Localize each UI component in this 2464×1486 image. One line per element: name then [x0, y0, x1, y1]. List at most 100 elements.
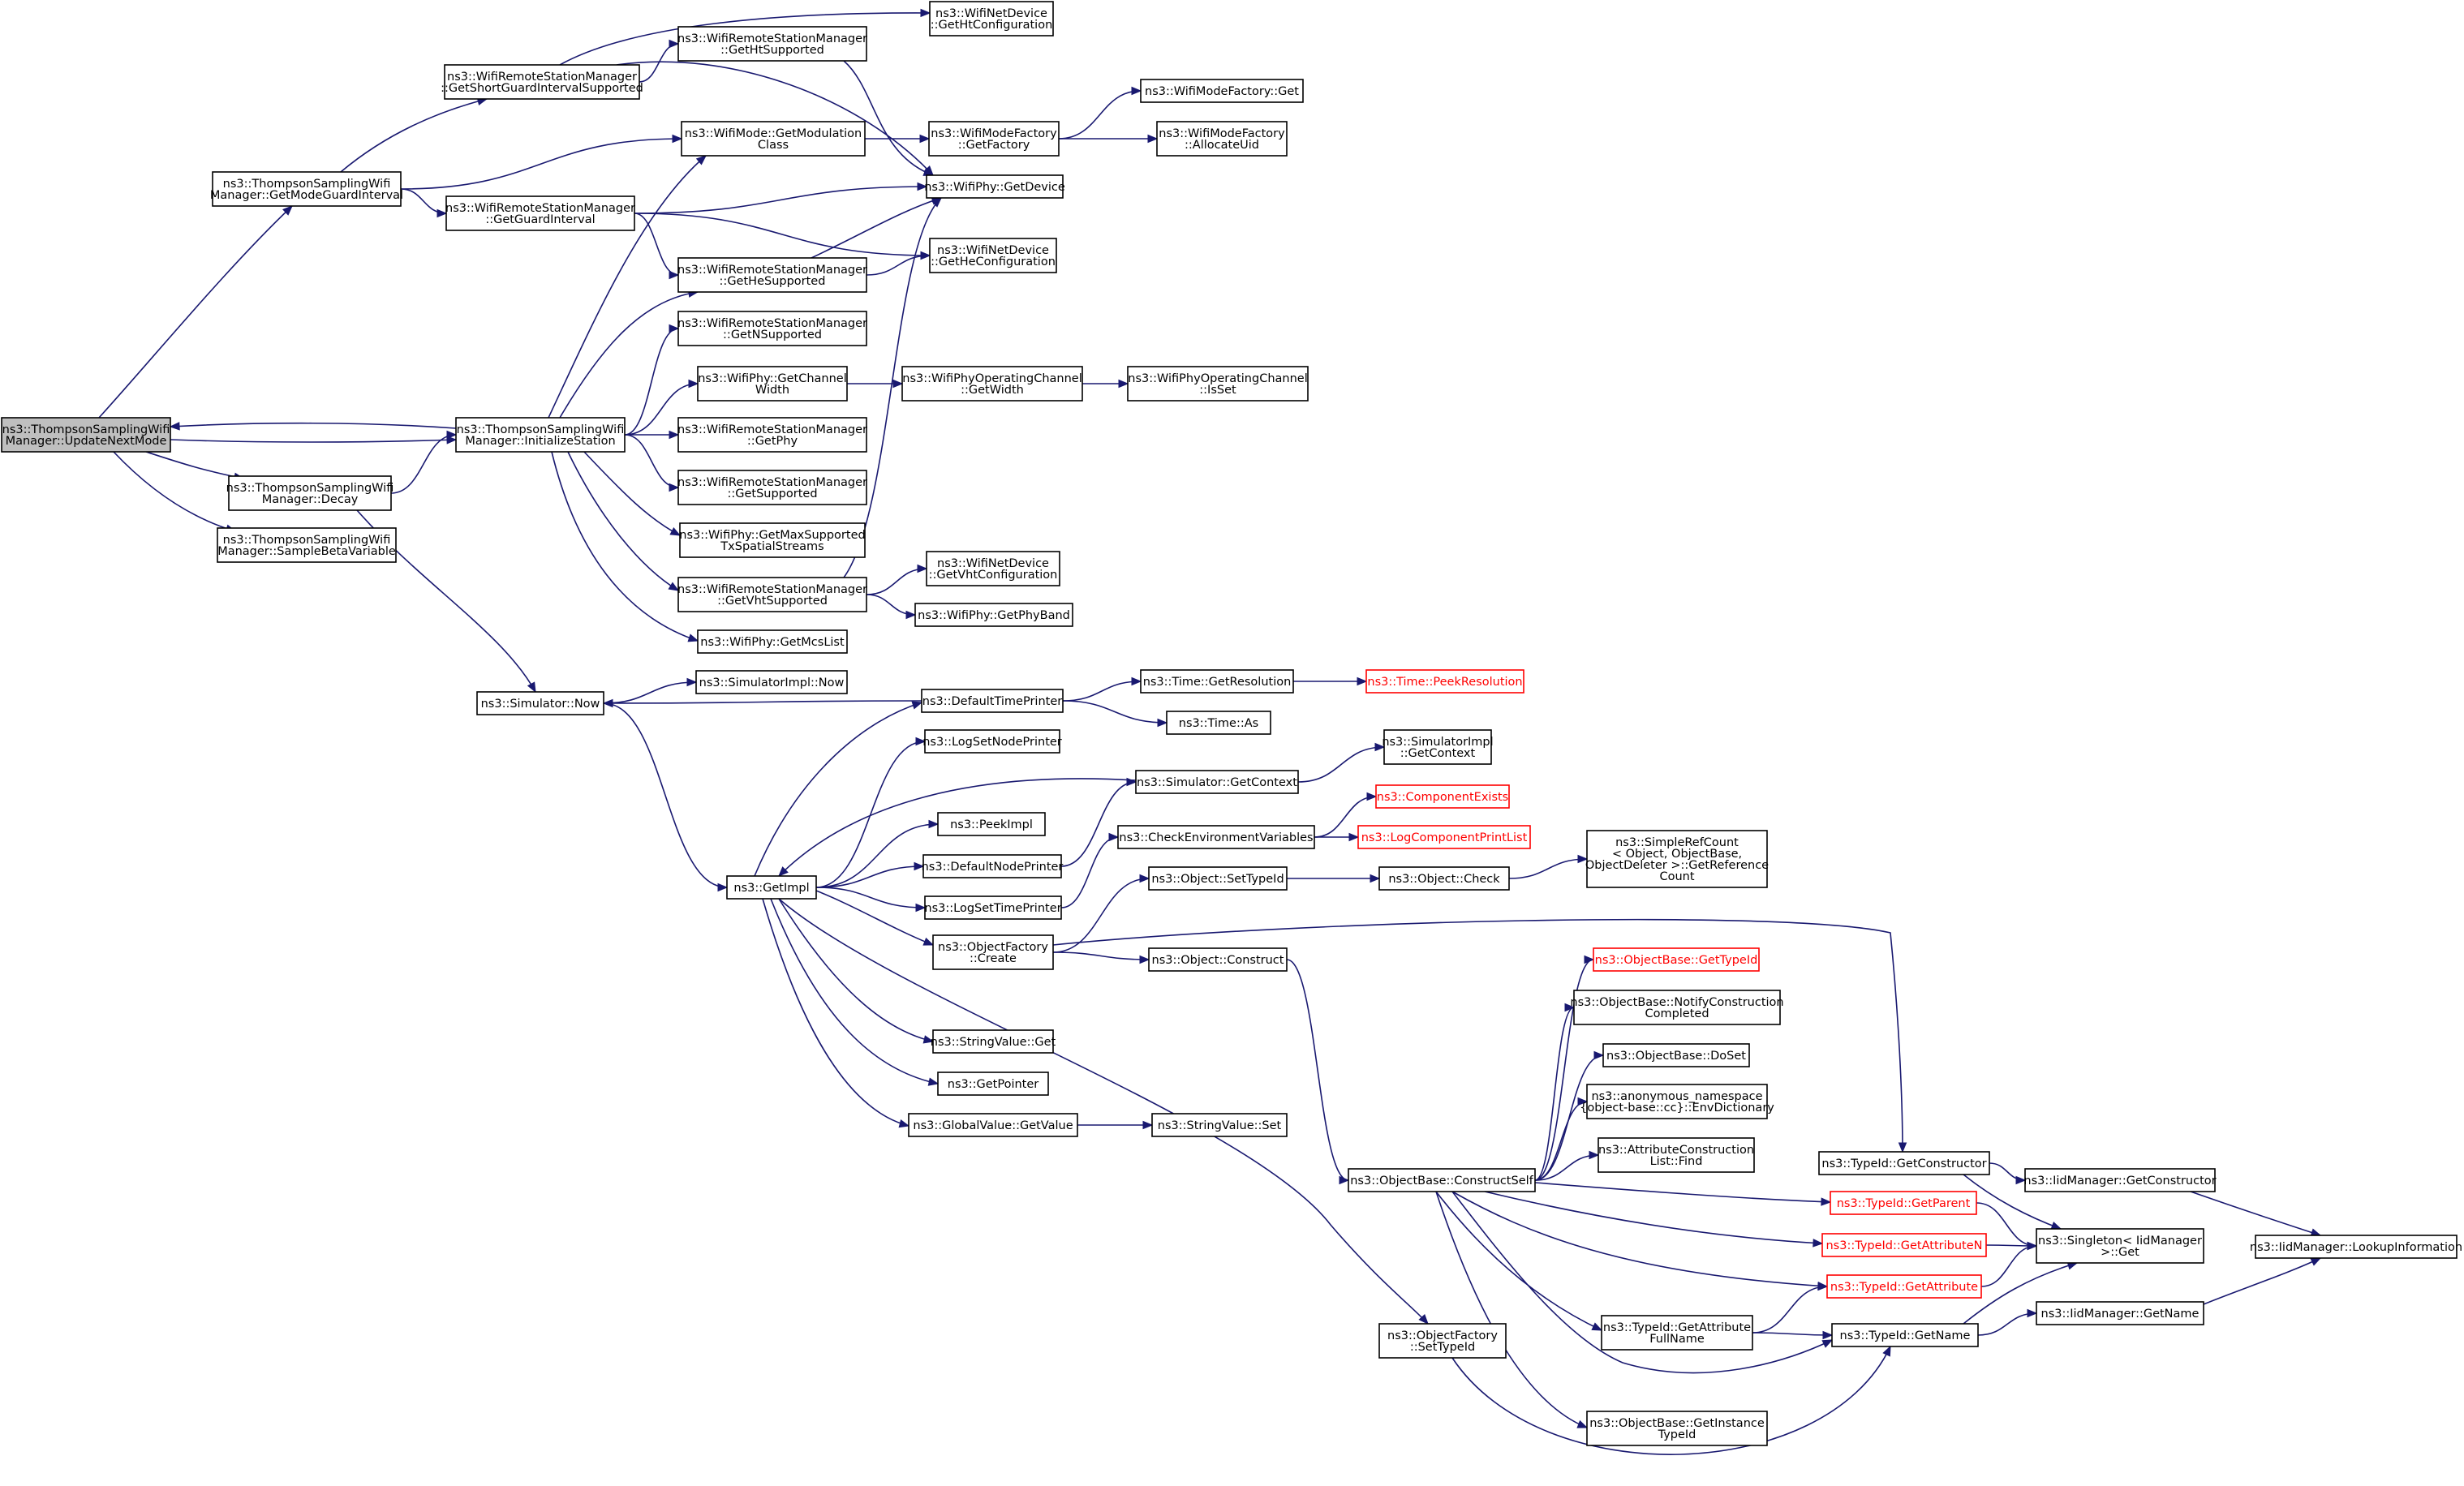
call-edge-check_env_vars-to-component_exists [1314, 792, 1378, 838]
node-rsm-get-ht-supported[interactable]: ns3::WifiRemoteStationManager::GetHtSupp… [677, 26, 867, 62]
call-edge-ob_construct_self-to-typeid_get_name [1451, 1191, 1834, 1374]
node-poc-get-width[interactable]: ns3::WifiPhyOperatingChannel::GetWidth [901, 366, 1083, 402]
edge-arrowhead [1882, 1345, 1891, 1357]
edge-line [113, 451, 236, 532]
node-iid-get-name[interactable]: ns3::IidManager::GetName [2036, 1301, 2204, 1325]
node-label: ns3::WifiModeFactory::Get [1145, 85, 1299, 98]
node-ob-do-set[interactable]: ns3::ObjectBase::DoSet [1602, 1043, 1750, 1067]
node-log-component-print-list[interactable]: ns3::LogComponentPrintList [1357, 825, 1531, 849]
edge-line [778, 898, 934, 1042]
node-nd-get-ht-configuration[interactable]: ns3::WifiNetDevice::GetHtConfiguration [929, 1, 1054, 37]
node-label: ns3::GetImpl [733, 882, 809, 895]
node-rsm-get-n-supported[interactable]: ns3::WifiRemoteStationManager::GetNSuppo… [677, 311, 867, 346]
node-check-env-vars[interactable]: ns3::CheckEnvironmentVariables [1117, 825, 1315, 849]
node-phy-get-max-supported-tx[interactable]: ns3::WifiPhy::GetMaxSupportedTxSpatialSt… [679, 522, 866, 558]
edge-line [1052, 918, 1903, 1153]
node-object-factory-create[interactable]: ns3::ObjectFactory::Create [932, 934, 1054, 970]
call-edge-default_time_printer-to-time_get_resolution [1062, 676, 1142, 702]
node-phy-get-mcs-list[interactable]: ns3::WifiPhy::GetMcsList [697, 629, 848, 654]
node-box [1602, 1043, 1750, 1067]
node-object-construct[interactable]: ns3::Object::Construct [1148, 947, 1288, 972]
node-time-peek-resolution[interactable]: ns3::Time::PeekResolution [1365, 669, 1524, 694]
node-get-mode-guard-interval[interactable]: ns3::ThompsonSamplingWifiManager::GetMod… [210, 171, 403, 207]
node-log-set-time-printer[interactable]: ns3::LogSetTimePrinter [924, 895, 1062, 920]
node-log-set-node-printer[interactable]: ns3::LogSetNodePrinter [922, 729, 1062, 754]
edge-line [1980, 1245, 2037, 1287]
node-get-impl[interactable]: ns3::GetImpl [726, 875, 817, 900]
node-simulator-now[interactable]: ns3::Simulator::Now [476, 691, 604, 715]
node-rsm-get-he-supported[interactable]: ns3::WifiRemoteStationManager::GetHeSupp… [677, 257, 867, 293]
node-typeid-get-attribute[interactable]: ns3::TypeId::GetAttribute [1826, 1274, 1982, 1299]
node-peek-impl[interactable]: ns3::PeekImpl [937, 812, 1046, 836]
node-label: ns3::SimulatorImpl [1382, 736, 1493, 749]
node-iid-get-constructor[interactable]: ns3::IidManager::GetConstructor [2023, 1168, 2217, 1192]
node-typeid-get-name[interactable]: ns3::TypeId::GetName [1831, 1323, 1979, 1347]
node-typeid-get-parent[interactable]: ns3::TypeId::GetParent [1830, 1191, 1977, 1215]
call-edge-mf_get_factory-to-mf_allocate_uid [1058, 134, 1159, 144]
edge-line [603, 681, 697, 704]
node-object-factory-set-type-id[interactable]: ns3::ObjectFactory::SetTypeId [1378, 1323, 1507, 1359]
node-mf-allocate-uid[interactable]: ns3::WifiModeFactory::AllocateUid [1156, 121, 1288, 157]
node-rsm-get-supported[interactable]: ns3::WifiRemoteStationManager::GetSuppor… [677, 470, 867, 505]
node-poc-is-set[interactable]: ns3::WifiPhyOperatingChannel::IsSet [1127, 366, 1309, 402]
call-edge-typeid_get_attr_full_name-to-typeid_get_name [1752, 1330, 1834, 1340]
node-ob-notify-construction[interactable]: ns3::ObjectBase::NotifyConstructionCompl… [1570, 990, 1784, 1025]
edge-line [1752, 1286, 1828, 1334]
node-singleton-get[interactable]: ns3::Singleton< IidManager >::Get [2036, 1228, 2204, 1264]
node-simulator-get-context[interactable]: ns3::Simulator::GetContext [1135, 770, 1299, 794]
node-rsm-get-guard-interval[interactable]: ns3::WifiRemoteStationManager::GetGuardI… [445, 195, 635, 231]
node-nd-get-vht-configuration[interactable]: ns3::WifiNetDevice::GetVhtConfiguration [926, 551, 1060, 586]
node-time-as[interactable]: ns3::Time::As [1166, 711, 1271, 735]
node-typeid-get-attribute-n[interactable]: ns3::TypeId::GetAttributeN [1821, 1233, 1987, 1257]
node-get-pointer[interactable]: ns3::GetPointer [937, 1072, 1049, 1096]
node-label: ns3::Object::SetTypeId [1151, 873, 1284, 886]
node-rsm-get-vht-supported[interactable]: ns3::WifiRemoteStationManager::GetVhtSup… [677, 577, 867, 612]
node-sample-beta-variable[interactable]: ns3::ThompsonSamplingWifiManager::Sample… [217, 527, 397, 563]
node-object-check[interactable]: ns3::Object::Check [1378, 866, 1510, 891]
edge-line [634, 213, 679, 276]
node-ob-get-type-id[interactable]: ns3::ObjectBase::GetTypeId [1593, 947, 1760, 972]
node-label: Manager::GetModeGuardInterval [210, 189, 403, 202]
node-get-short-gi-supported[interactable]: ns3::WifiRemoteStationManager::GetShortG… [441, 64, 643, 100]
node-ob-construct-self[interactable]: ns3::ObjectBase::ConstructSelf [1348, 1168, 1536, 1192]
node-update-next-mode[interactable]: ns3::ThompsonSamplingWifiManager::Update… [1, 417, 171, 453]
node-string-value-set[interactable]: ns3::StringValue::Set [1151, 1113, 1288, 1137]
node-default-node-printer[interactable]: ns3::DefaultNodePrinter [922, 854, 1064, 878]
node-object-set-type-id[interactable]: ns3::Object::SetTypeId [1148, 866, 1288, 891]
edge-arrowhead [1898, 1142, 1907, 1153]
node-simimpl-get-context[interactable]: ns3::SimulatorImpl::GetContext [1382, 729, 1494, 765]
node-component-exists[interactable]: ns3::ComponentExists [1375, 784, 1510, 809]
edge-arrowhead [931, 197, 942, 208]
node-label: ns3::ObjectFactory [1387, 1329, 1498, 1342]
node-time-get-resolution[interactable]: ns3::Time::GetResolution [1140, 669, 1294, 694]
node-mf-get[interactable]: ns3::WifiModeFactory::Get [1140, 79, 1304, 103]
node-box [212, 171, 402, 207]
node-initialize-station[interactable]: ns3::ThompsonSamplingWifiManager::Initia… [455, 417, 626, 453]
call-edge-rsm_get_ht_supported-to-phy_get_device [843, 60, 935, 176]
node-global-value-get-value[interactable]: ns3::GlobalValue::GetValue [908, 1113, 1078, 1137]
edge-arrowhead [915, 903, 927, 913]
node-label: ns3::LogSetNodePrinter [922, 736, 1062, 749]
node-simimpl-now[interactable]: ns3::SimulatorImpl::Now [695, 670, 848, 694]
node-phy-get-phy-band[interactable]: ns3::WifiPhy::GetPhyBand [914, 603, 1073, 627]
node-phy-get-device[interactable]: ns3::WifiPhy::GetDevice [924, 174, 1065, 199]
node-mf-get-factory[interactable]: ns3::WifiModeFactory::GetFactory [928, 121, 1060, 157]
node-rsm-get-phy[interactable]: ns3::WifiRemoteStationManager::GetPhy [677, 417, 867, 453]
node-label: ns3::WifiRemoteStationManager [677, 32, 867, 45]
node-box [695, 670, 848, 694]
node-string-value-get[interactable]: ns3::StringValue::Get [931, 1029, 1056, 1054]
edge-arrowhead [169, 422, 180, 431]
node-simple-ref-count[interactable]: ns3::SimpleRefCount< Object, ObjectBase,… [1585, 830, 1769, 888]
node-iid-lookup-information[interactable]: ns3::IidManager::LookupInformation [2250, 1235, 2462, 1259]
node-typeid-get-constructor[interactable]: ns3::TypeId::GetConstructor [1818, 1151, 1990, 1175]
node-anon-env-dictionary[interactable]: ns3::anonymous_namespace{object-base::cc… [1580, 1084, 1774, 1119]
node-default-time-printer[interactable]: ns3::DefaultTimePrinter [921, 689, 1064, 713]
node-label: ::SetTypeId [1410, 1341, 1475, 1354]
node-nd-get-he-configuration[interactable]: ns3::WifiNetDevice::GetHeConfiguration [929, 238, 1057, 273]
